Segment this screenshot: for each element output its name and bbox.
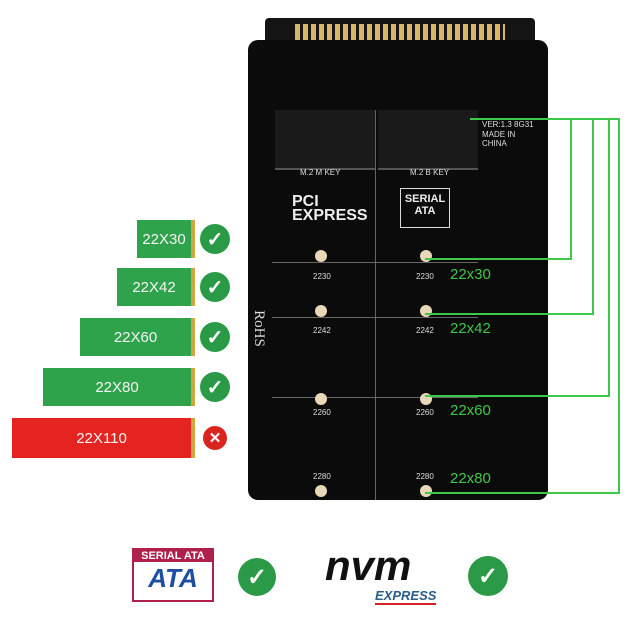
size-bar-22x30: 22X30: [137, 220, 195, 258]
mount-label: 2230: [416, 272, 434, 281]
mount-label: 2260: [313, 408, 331, 417]
made-in-label: MADE IN CHINA: [482, 130, 516, 148]
check-icon: ✓: [200, 372, 230, 402]
check-icon: ✓: [200, 322, 230, 352]
annotation-22x30: 22x30: [450, 266, 491, 283]
mount-hole: [420, 305, 432, 317]
check-icon: ✓: [238, 558, 276, 596]
nvm-express-text: EXPRESS: [375, 588, 437, 605]
mount-hole: [420, 250, 432, 262]
mount-label: 2230: [313, 272, 331, 281]
check-icon: ✓: [468, 556, 508, 596]
size-bar-22x80: 22X80: [43, 368, 195, 406]
pci-express-logo: PCI EXPRESS: [292, 193, 368, 224]
sata-logo: SERIAL ATA ATA: [132, 548, 214, 602]
b-key-label: M.2 B KEY: [410, 168, 450, 177]
check-icon: ✓: [200, 224, 230, 254]
mount-label: 2260: [416, 408, 434, 417]
divider: [272, 262, 478, 263]
pointer-line: [425, 313, 593, 315]
divider: [272, 317, 478, 318]
sata-board-logo: SERIAL ATA: [400, 188, 450, 228]
annotation-22x60: 22x60: [450, 402, 491, 419]
divider: [272, 397, 478, 398]
m2-m-key-slot: [275, 110, 375, 170]
pointer-line: [425, 258, 570, 260]
mount-hole: [420, 485, 432, 497]
pointer-line: [608, 118, 610, 397]
size-label: 22X42: [132, 278, 176, 296]
mount-label: 2280: [313, 472, 331, 481]
size-label: 22X30: [142, 230, 186, 248]
size-label: 22X80: [95, 378, 139, 396]
mount-hole: [315, 393, 327, 405]
mount-hole: [315, 250, 327, 262]
size-bar-22x110: 22X110: [12, 418, 195, 458]
sata-logo-text: SERIAL ATA: [134, 550, 212, 562]
rohs-label: RoHS: [250, 310, 267, 347]
annotation-22x80: 22x80: [450, 470, 491, 487]
size-label: 22X60: [113, 328, 158, 346]
size-label: 22X110: [76, 429, 127, 447]
pointer-line: [425, 395, 610, 397]
mount-hole: [315, 485, 327, 497]
adapter-board: [248, 40, 548, 500]
check-icon: ✓: [200, 272, 230, 302]
pointer-line: [570, 118, 572, 260]
pointer-line: [425, 492, 620, 494]
pointer-line: [618, 118, 620, 494]
pointer-line: [470, 118, 620, 120]
version-label: VER:1.3 8G31: [482, 120, 534, 129]
m2-b-key-slot: [378, 110, 478, 170]
mount-hole: [315, 305, 327, 317]
ata-letters: ATA: [148, 563, 198, 593]
mount-label: 2242: [416, 326, 434, 335]
pointer-line: [592, 118, 594, 315]
mount-label: 2280: [416, 472, 434, 481]
nvm-logo: nvm: [325, 542, 412, 589]
size-bar-22x60: 22X60: [80, 318, 195, 356]
m-key-label: M.2 M KEY: [300, 168, 341, 177]
annotation-22x42: 22x42: [450, 320, 491, 337]
size-bar-22x42: 22X42: [117, 268, 195, 306]
mount-label: 2242: [313, 326, 331, 335]
cross-icon: ✕: [203, 426, 227, 450]
divider: [375, 110, 376, 500]
